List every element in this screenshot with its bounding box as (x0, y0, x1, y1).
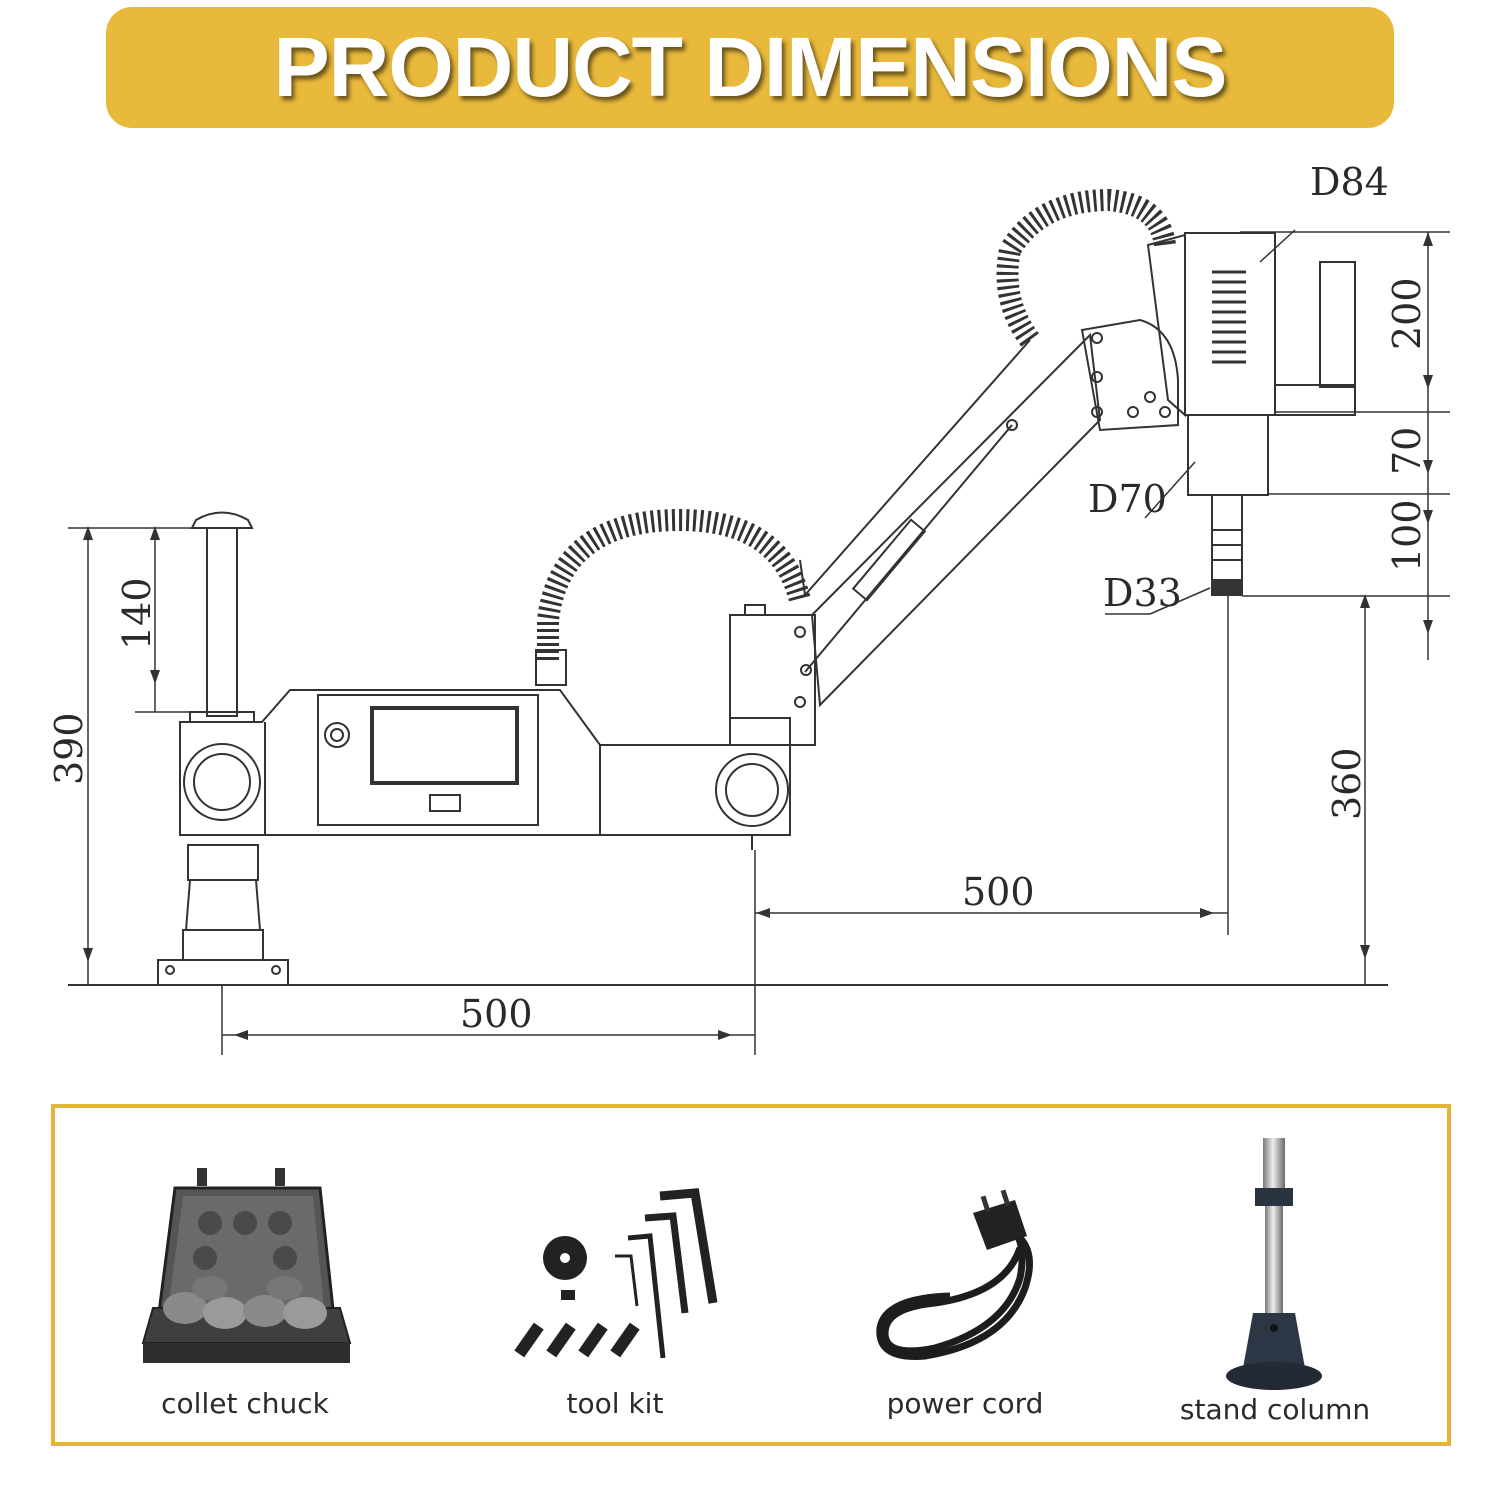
accessory-tool-kit: tool kit (495, 1108, 735, 1442)
accessory-label-stand-column: stand column (1179, 1393, 1371, 1426)
power-cord-icon (876, 1189, 1033, 1360)
base-foot (157, 844, 289, 986)
elbow-block (729, 604, 816, 746)
cable-lower (537, 508, 811, 660)
dim-motor-diameter: D84 (1310, 160, 1389, 204)
head-mount-plate (1080, 318, 1179, 432)
accessory-label-collet-chuck: collet chuck (161, 1387, 329, 1420)
cable-upper (996, 188, 1176, 347)
tool-kit-icon (514, 1188, 718, 1359)
dim-chuck-diameter: D33 (1103, 571, 1182, 615)
accessory-collet-chuck: collet chuck (135, 1108, 355, 1442)
stand-column-drawing (189, 511, 255, 723)
base-arm (179, 689, 791, 850)
technical-drawing: D84 200 70 D70 100 D33 390 140 360 500 5… (47, 160, 1450, 1055)
motor-vent (1212, 270, 1246, 364)
dimension-lines (68, 229, 1450, 1055)
dim-chuck-length: 100 (1385, 499, 1429, 572)
motor-head (1146, 232, 1356, 596)
accessory-label-power-cord: power cord (886, 1387, 1044, 1420)
dim-head-height: 360 (1325, 747, 1369, 820)
dim-arm-reach: 500 (962, 870, 1035, 914)
collet-chuck-case-icon (141, 1168, 352, 1363)
dim-spindle-housing-diameter: D70 (1088, 477, 1167, 521)
accessories-panel: collet chuck tool kit pow (51, 1104, 1451, 1446)
dim-motor-height: 200 (1385, 277, 1429, 350)
accessory-power-cord: power cord (855, 1108, 1075, 1442)
stand-column-icon (1226, 1138, 1322, 1390)
dim-column-height: 390 (47, 712, 91, 785)
accessory-stand-column: stand column (1165, 1108, 1385, 1442)
dim-column-top: 140 (115, 577, 159, 650)
accessory-label-tool-kit: tool kit (566, 1387, 664, 1420)
dim-base-reach: 500 (460, 992, 533, 1036)
title-banner: PRODUCT DIMENSIONS (106, 7, 1394, 128)
page-title: PRODUCT DIMENSIONS (273, 20, 1228, 114)
dim-spindle-housing-height: 70 (1385, 427, 1429, 475)
upper-arm (799, 332, 1102, 708)
dimension-arrows (83, 232, 1433, 1040)
